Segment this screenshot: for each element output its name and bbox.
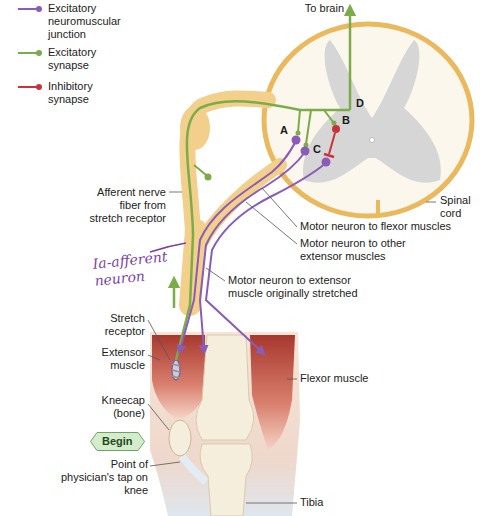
motor-neuron-body xyxy=(301,147,310,156)
callout-letter: A xyxy=(280,124,290,137)
motor-axon-extensor xyxy=(180,141,296,350)
legend-text: Inhibitory synapse xyxy=(48,80,93,105)
part-label: Point of physician's tap on knee xyxy=(60,458,148,497)
part-label: Motor neuron to other extensor muscles xyxy=(300,237,450,263)
afferent-direction-arrow xyxy=(173,282,176,308)
leader-line xyxy=(150,462,180,466)
afferent-branch xyxy=(324,110,333,122)
part-label: Kneecap (bone) xyxy=(85,394,145,420)
leader-line xyxy=(287,379,297,380)
sample-dot xyxy=(36,84,42,90)
motor-neuron-body xyxy=(292,136,301,145)
legend-item: Inhibitory synapse xyxy=(48,80,136,106)
ganglion-branch xyxy=(194,165,206,175)
sample-line xyxy=(18,86,38,88)
hexagon-shape xyxy=(91,433,145,451)
central-canal xyxy=(370,138,375,143)
motor-neuron-body xyxy=(322,158,331,167)
excitatory-synapse xyxy=(332,121,337,126)
leg-outline xyxy=(150,332,300,516)
part-label: Motor neuron to extensor muscle original… xyxy=(228,274,386,300)
callout-letter: C xyxy=(313,143,323,156)
leader-line xyxy=(246,202,297,244)
part-label: Extensor muscle xyxy=(85,346,145,372)
part-label: Stretch receptor xyxy=(85,312,145,338)
afferent-branch xyxy=(298,110,300,132)
anterior-fissure xyxy=(376,200,380,216)
legend-line-sample xyxy=(16,3,44,15)
legend-item: Excitatory neuromuscular junction xyxy=(48,2,136,41)
leader-lines xyxy=(148,188,436,503)
legend-item: Excitatory synapse xyxy=(48,46,136,72)
gray-matter xyxy=(303,40,441,183)
receptor-coil xyxy=(172,364,180,378)
callout-letter: B xyxy=(342,114,352,127)
part-label: Afferent nerve fiber from stretch recept… xyxy=(86,186,166,225)
inhibitory-synapse xyxy=(324,154,334,157)
part-label: Spinal cord xyxy=(440,194,480,220)
part-label: Flexor muscle xyxy=(300,372,400,385)
leader-line xyxy=(262,188,297,227)
inhibitory-interneuron xyxy=(332,125,340,133)
part-label: Tibia xyxy=(300,496,360,509)
leader-line xyxy=(426,202,436,203)
leader-line xyxy=(169,192,182,193)
excitatory-synapse xyxy=(296,131,301,136)
start-hexagon: Begin xyxy=(90,432,145,451)
legend-text: Excitatory neuromuscular junction xyxy=(48,2,121,40)
sample-dot xyxy=(36,50,42,56)
ascending-fiber xyxy=(349,10,352,110)
sample-line xyxy=(18,52,38,54)
node-label: Begin xyxy=(102,435,133,448)
handwritten-note: Ia-afferent neuron xyxy=(92,247,181,290)
afferent-branch xyxy=(306,110,311,144)
leader-line xyxy=(148,404,169,430)
sample-dot xyxy=(36,6,42,12)
kneecap xyxy=(169,420,191,456)
leader-line xyxy=(246,503,297,504)
motor-axon-other-extensors xyxy=(200,152,305,350)
sample-line xyxy=(18,8,38,10)
tibia xyxy=(200,444,252,516)
inhibitory-axon xyxy=(329,133,335,154)
femur xyxy=(196,335,254,440)
legend-line-sample xyxy=(16,47,44,59)
ganglion-cell-body xyxy=(205,174,212,181)
spinal-cord-section xyxy=(264,24,472,216)
part-label: Motor neuron to flexor muscles xyxy=(300,220,476,233)
direction-label: To brain xyxy=(284,2,344,15)
leader-line xyxy=(148,355,160,360)
legend-line-sample xyxy=(16,81,44,93)
leader-line xyxy=(206,268,225,281)
legend-text: Excitatory synapse xyxy=(48,46,96,71)
callout-letter: D xyxy=(356,97,366,110)
stretch-receptor xyxy=(172,360,180,380)
flexor-muscle xyxy=(250,335,295,450)
leader-line xyxy=(148,320,170,360)
